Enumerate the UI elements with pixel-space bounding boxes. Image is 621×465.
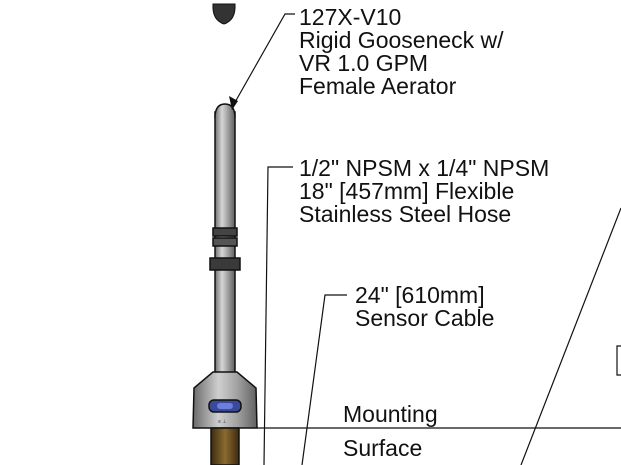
partial-box-edge bbox=[616, 345, 621, 376]
hose-callout: 1/2" NPSM x 1/4" NPSM 18" [457mm] Flexib… bbox=[299, 157, 549, 226]
hose-leader bbox=[263, 166, 293, 465]
gooseneck-line-3: VR 1.0 GPM bbox=[299, 50, 429, 76]
mounting-surface-callout: Mounting Surface bbox=[343, 397, 438, 465]
sensor-cable-line-2: Sensor Cable bbox=[355, 305, 495, 331]
body-marking: ≡ ⊥ bbox=[218, 419, 227, 425]
gooseneck-line-2: Rigid Gooseneck w/ bbox=[299, 27, 504, 53]
coupling-clip bbox=[209, 257, 241, 271]
gooseneck-line-4: Female Aerator bbox=[299, 73, 457, 99]
mounting-surface-line-2: Surface bbox=[343, 435, 423, 461]
gooseneck-tube-top bbox=[214, 103, 236, 119]
gooseneck-callout: 127X-V10 Rigid Gooseneck w/ VR 1.0 GPM F… bbox=[299, 6, 504, 98]
sensor-cable-line-1: 24" [610mm] bbox=[355, 282, 485, 308]
coupling-ring bbox=[212, 237, 238, 247]
gooseneck-leader bbox=[233, 13, 295, 105]
shank bbox=[210, 427, 240, 465]
hose-line-1: 1/2" NPSM x 1/4" NPSM bbox=[299, 155, 550, 181]
sensor-window-inner bbox=[217, 403, 233, 409]
long-leader bbox=[520, 207, 621, 465]
sensor-cable-leader bbox=[301, 294, 347, 465]
arrowhead-icon bbox=[229, 96, 238, 110]
aerator-tip bbox=[212, 3, 236, 25]
gooseneck-line-1: 127X-V10 bbox=[299, 4, 402, 30]
coupling-ring bbox=[212, 227, 238, 237]
mounting-surface-line-1: Mounting bbox=[343, 401, 438, 427]
sensor-cable-callout: 24" [610mm] Sensor Cable bbox=[355, 284, 494, 330]
hose-line-3: Stainless Steel Hose bbox=[299, 201, 512, 227]
hose-line-2: 18" [457mm] Flexible bbox=[299, 178, 515, 204]
